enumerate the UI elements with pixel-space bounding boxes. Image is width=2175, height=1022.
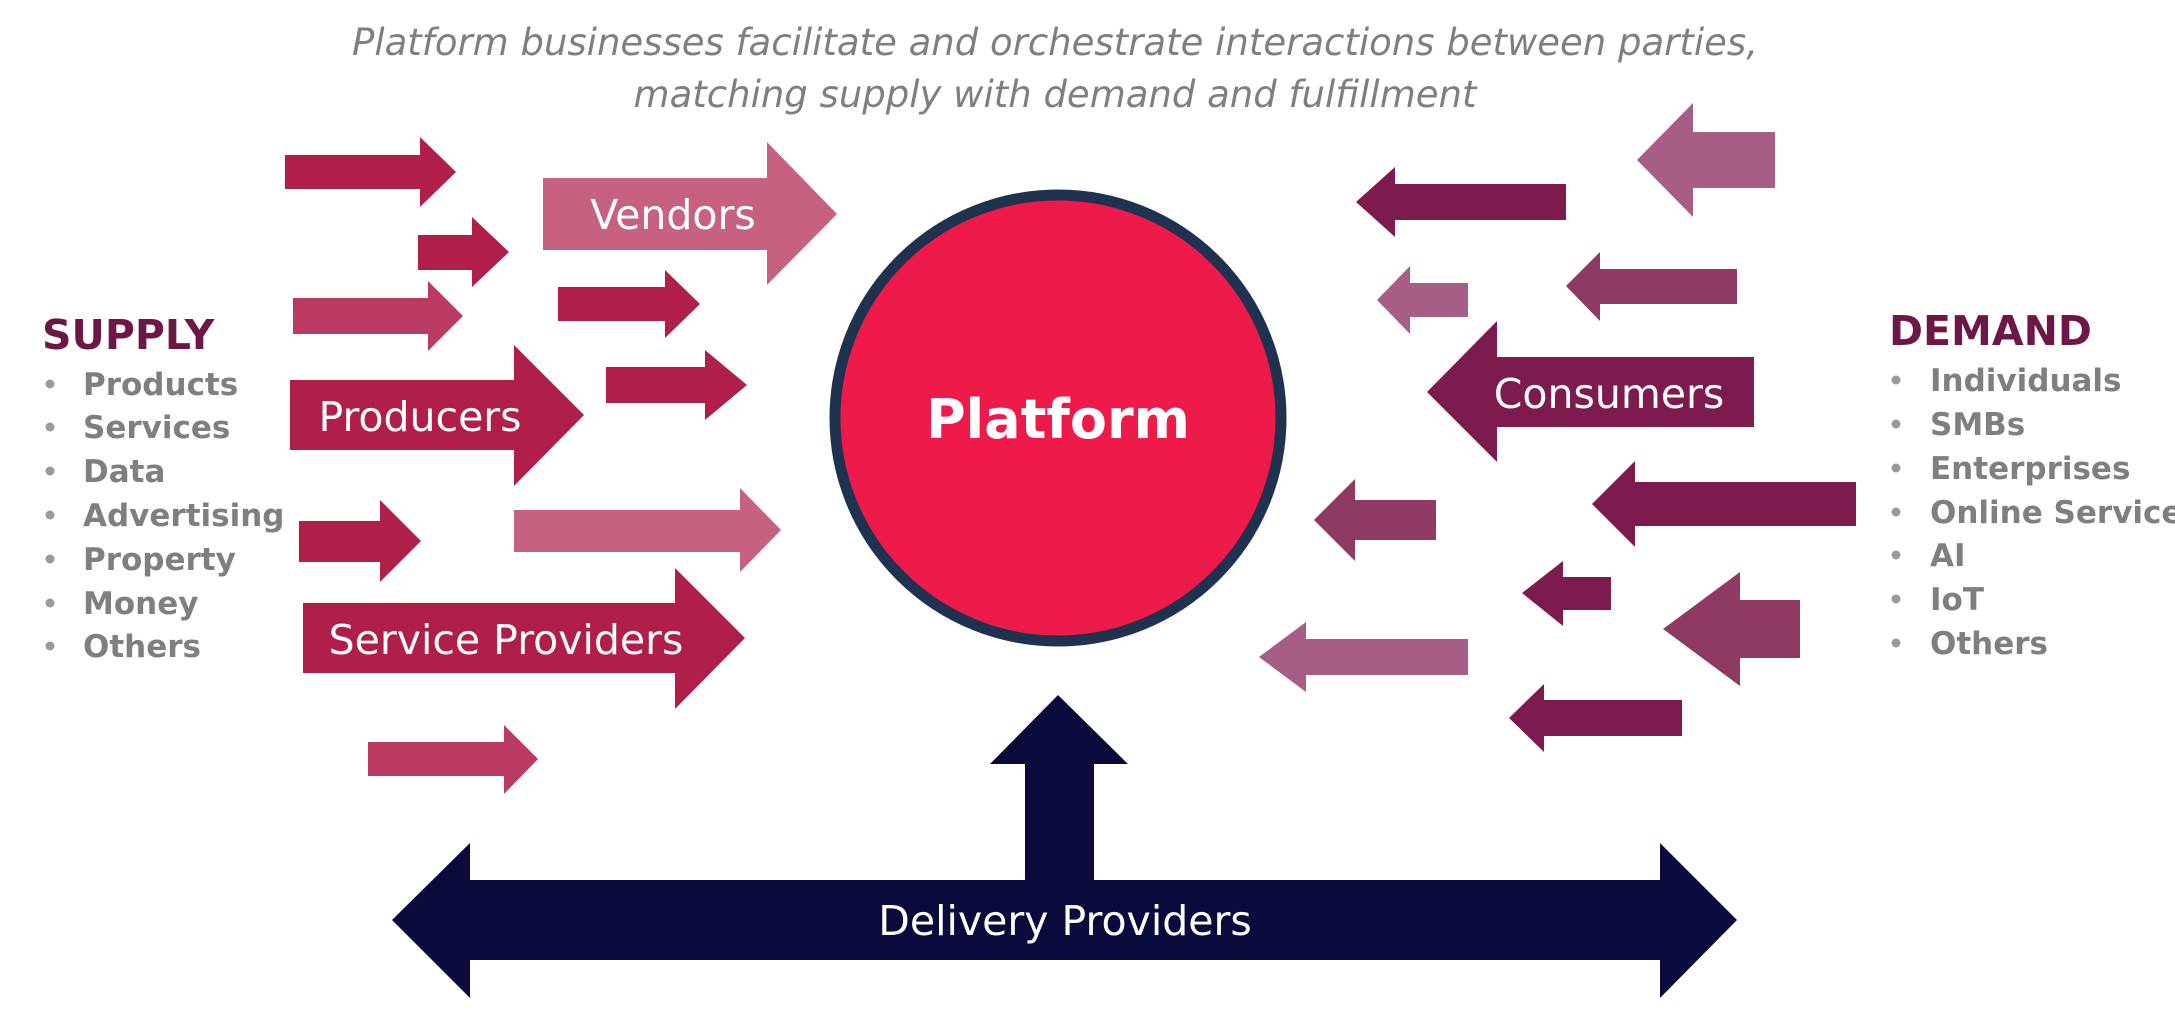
demand-arrow-3 <box>1566 252 1737 321</box>
supply-arrow-1 <box>285 137 456 207</box>
platform-circle <box>829 189 1287 647</box>
demand-item-iot: IoT <box>1930 582 1984 618</box>
demand-arrow-5 <box>1592 461 1856 547</box>
supply-bullet-6 <box>45 598 55 608</box>
supply-item-advertising: Advertising <box>83 498 285 534</box>
supply-bullet-1 <box>45 379 55 389</box>
demand-arrow-6 <box>1314 479 1436 561</box>
supply-arrow-6 <box>299 500 421 582</box>
supply-item-products: Products <box>83 367 238 403</box>
demand-bullet-7 <box>1891 638 1901 648</box>
service-providers-arrow <box>303 568 745 709</box>
demand-arrow-1 <box>1637 103 1775 217</box>
delivery-providers-arrow <box>392 695 1737 998</box>
supply-item-services: Services <box>83 410 230 446</box>
demand-arrow-2 <box>1356 167 1566 237</box>
demand-arrow-4 <box>1377 266 1468 334</box>
producers-label: Producers <box>318 393 521 441</box>
supply-item-property: Property <box>83 542 236 578</box>
supply-item-data: Data <box>83 454 165 490</box>
demand-arrow-7 <box>1522 561 1611 626</box>
supply-list: Products Services Data Advertising Prope… <box>45 367 285 665</box>
vendors-label: Vendors <box>590 191 755 239</box>
demand-bullet-1 <box>1891 375 1901 385</box>
demand-arrow-8 <box>1663 572 1800 686</box>
caption-line-1: Platform businesses facilitate and orche… <box>352 21 1758 64</box>
delivery-providers-label: Delivery Providers <box>878 897 1251 945</box>
supply-bullet-2 <box>45 422 55 432</box>
demand-bullet-6 <box>1891 594 1901 604</box>
demand-bullet-5 <box>1891 550 1901 560</box>
supply-bullet-4 <box>45 510 55 520</box>
demand-item-smbs: SMBs <box>1930 407 2025 443</box>
supply-arrow-3 <box>293 281 463 351</box>
supply-item-others: Others <box>83 629 201 665</box>
supply-bullet-3 <box>45 466 55 476</box>
supply-arrow-7 <box>514 488 781 572</box>
demand-item-individuals: Individuals <box>1930 363 2122 399</box>
supply-bullet-5 <box>45 554 55 564</box>
supply-arrow-8 <box>368 725 538 794</box>
demand-item-enterprises: Enterprises <box>1930 451 2130 487</box>
demand-list: Individuals SMBs Enterprises Online Serv… <box>1891 363 2175 662</box>
supply-arrow-2 <box>418 217 509 287</box>
caption-line-2: matching supply with demand and fulfillm… <box>634 73 1478 116</box>
consumers-arrow <box>1427 321 1754 462</box>
demand-arrow-9 <box>1259 622 1468 692</box>
supply-title: SUPPLY <box>42 311 216 359</box>
consumers-label: Consumers <box>1494 370 1724 418</box>
demand-bullet-4 <box>1891 507 1901 517</box>
supply-arrow-4 <box>558 270 700 338</box>
platform-label: Platform <box>926 388 1190 451</box>
supply-arrow-5 <box>606 350 747 420</box>
demand-title: DEMAND <box>1889 307 2092 355</box>
demand-bullet-2 <box>1891 419 1901 429</box>
demand-item-online-services: Online Services <box>1930 495 2175 531</box>
service-providers-label: Service Providers <box>329 616 684 664</box>
demand-bullet-3 <box>1891 463 1901 473</box>
supply-bullet-7 <box>45 641 55 651</box>
supply-item-money: Money <box>83 586 198 622</box>
vendors-arrow <box>543 142 837 285</box>
demand-arrow-10 <box>1509 684 1682 752</box>
demand-item-others: Others <box>1930 626 2048 662</box>
producers-arrow <box>290 345 584 486</box>
demand-item-ai: AI <box>1930 538 1966 574</box>
